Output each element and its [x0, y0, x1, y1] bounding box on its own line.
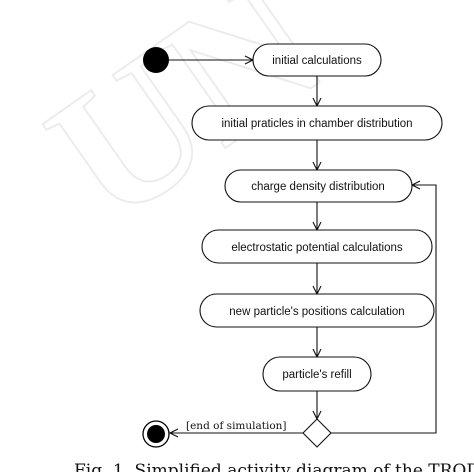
activity-label: new particle's positions calculation	[229, 306, 404, 318]
activity-label: initial praticles in chamber distributio…	[221, 118, 412, 130]
activity-electrostatic-potential: electrostatic potential calculations	[201, 229, 433, 264]
edges	[169, 60, 437, 434]
activity-label: initial calculations	[272, 55, 362, 67]
figure-caption: Fig. 1. Simplified activity diagram of t…	[74, 461, 474, 472]
activity-initial-calculations: initial calculations	[252, 43, 382, 77]
decision-node	[302, 418, 332, 448]
activity-label: electrostatic potential calculations	[231, 242, 403, 254]
activity-label: charge density distribution	[251, 181, 385, 193]
final-node	[142, 420, 170, 448]
activity-charge-density: charge density distribution	[224, 169, 413, 203]
activity-label: particle's refill	[282, 369, 351, 381]
activity-initial-particles: initial praticles in chamber distributio…	[191, 105, 443, 141]
activity-new-positions: new particle's positions calculation	[199, 293, 435, 328]
guard-label: [end of simulation]	[186, 420, 287, 432]
edge-loop-back	[330, 185, 437, 434]
activity-refill: particle's refill	[262, 356, 372, 392]
initial-node	[143, 47, 169, 73]
